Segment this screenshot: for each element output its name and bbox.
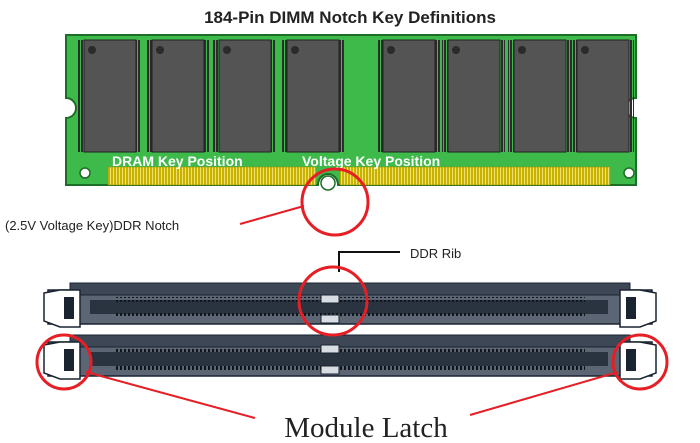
- voltage-key-position-label: Voltage Key Position: [302, 153, 440, 169]
- dram-chip: [442, 39, 505, 153]
- module-latch-label: Module Latch: [284, 412, 448, 443]
- ddr-rib-label: DDR Rib: [410, 246, 461, 261]
- mounting-hole-left: [79, 167, 91, 179]
- ddr-notch-label: (2.5V Voltage Key)DDR Notch: [5, 218, 179, 233]
- ddr-notch-highlight-circle: [300, 167, 370, 237]
- slot-latch-left[interactable]: [43, 341, 81, 380]
- module-latch-highlight-left: [35, 333, 93, 391]
- dram-chip: [281, 39, 344, 153]
- ddr-rib-lower: [320, 365, 340, 375]
- gold-contacts-right: [339, 166, 611, 186]
- dram-chips: [78, 39, 634, 153]
- module-latch-highlight-right: [611, 333, 669, 391]
- ddr-rib-lower: [320, 344, 340, 354]
- dram-chip: [78, 39, 141, 153]
- ddr-rib-pointer-line: [338, 251, 400, 272]
- diagram-title: 184-Pin DIMM Notch Key Definitions: [204, 8, 496, 27]
- slot-latch-left[interactable]: [43, 289, 81, 328]
- ddr-rib-upper: [320, 314, 340, 324]
- ddr-rib-highlight-circle: [297, 265, 369, 337]
- module-latch-pointer-right: [469, 371, 619, 416]
- dram-chip: [377, 39, 440, 153]
- dram-chip: [146, 39, 209, 153]
- mounting-hole-right: [623, 167, 635, 179]
- slot-latch-right[interactable]: [619, 341, 657, 380]
- gold-contacts-left: [107, 166, 317, 186]
- dimm-module: DRAM Key Position Voltage Key Position: [65, 34, 637, 191]
- module-latch-pointer-left: [85, 371, 256, 419]
- ddr-rib-upper: [320, 294, 340, 304]
- dram-chip: [571, 39, 634, 153]
- ddr-notch-pointer-line: [239, 205, 305, 225]
- dram-chip: [508, 39, 571, 153]
- slot-latch-right[interactable]: [619, 289, 657, 328]
- dram-chip: [213, 39, 276, 153]
- dram-key-position-label: DRAM Key Position: [112, 153, 243, 169]
- ddr-notch: [320, 175, 336, 191]
- dimm-slot-upper: [43, 282, 657, 328]
- dimm-slot-lower: [43, 334, 657, 380]
